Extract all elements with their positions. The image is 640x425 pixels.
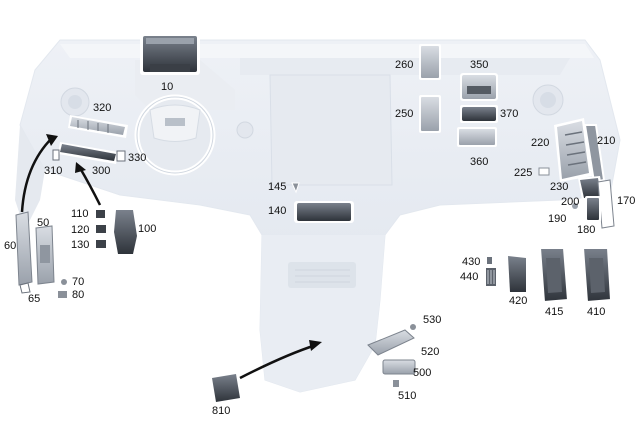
part-145	[291, 182, 300, 194]
label-320: 320	[93, 102, 112, 114]
label-415: 415	[545, 306, 564, 318]
label-140: 140	[268, 205, 287, 217]
arrow-head-300	[75, 162, 86, 173]
part-310	[52, 149, 60, 161]
part-250	[419, 95, 441, 133]
part-410	[581, 247, 613, 304]
part-110	[96, 210, 105, 218]
label-120: 120	[71, 224, 90, 236]
part-430	[487, 257, 492, 264]
part-520	[367, 329, 415, 356]
label-50: 50	[37, 217, 50, 229]
label-170: 170	[617, 195, 636, 207]
part-350	[460, 73, 498, 101]
label-260: 260	[395, 59, 414, 71]
part-225	[538, 167, 550, 176]
part-330	[116, 150, 126, 162]
part-130	[96, 240, 106, 248]
part-440	[486, 268, 496, 286]
part-530	[410, 324, 416, 330]
label-60: 60	[4, 240, 17, 252]
label-145: 145	[268, 181, 287, 193]
part-300	[58, 142, 118, 164]
label-190: 190	[548, 213, 567, 225]
part-65	[19, 282, 31, 294]
label-350: 350	[470, 59, 489, 71]
label-410: 410	[587, 306, 606, 318]
label-360: 360	[470, 156, 489, 168]
label-310: 310	[44, 165, 63, 177]
label-225: 225	[514, 167, 533, 179]
label-10: 10	[161, 81, 174, 93]
part-10	[140, 33, 200, 75]
steering-wheel	[134, 94, 216, 176]
label-180: 180	[577, 224, 596, 236]
label-70: 70	[72, 276, 85, 288]
label-110: 110	[71, 208, 89, 220]
part-810	[212, 374, 240, 402]
part-60	[15, 211, 33, 286]
part-500	[382, 359, 416, 375]
part-320	[68, 115, 128, 138]
label-420: 420	[509, 295, 528, 307]
part-210	[583, 124, 606, 184]
label-80: 80	[72, 289, 85, 301]
label-300: 300	[92, 165, 111, 177]
part-80	[58, 291, 67, 298]
label-530: 530	[423, 314, 442, 326]
label-370: 370	[500, 108, 519, 120]
part-220	[554, 118, 592, 182]
part-120	[96, 225, 106, 233]
label-810: 810	[212, 405, 231, 417]
arrow-to-310	[20, 137, 53, 213]
part-70	[61, 279, 67, 285]
part-140	[294, 201, 354, 223]
label-130: 130	[71, 239, 90, 251]
label-65: 65	[28, 293, 41, 305]
part-200	[585, 196, 601, 222]
part-260	[419, 44, 441, 80]
part-50	[35, 225, 55, 285]
part-190	[572, 203, 578, 209]
label-230: 230	[550, 181, 569, 193]
label-200: 200	[561, 196, 580, 208]
part-420	[508, 256, 526, 292]
label-440: 440	[460, 271, 479, 283]
part-510	[393, 380, 399, 387]
label-100: 100	[138, 223, 157, 235]
label-250: 250	[395, 108, 414, 120]
label-500: 500	[413, 367, 432, 379]
label-330: 330	[128, 152, 147, 164]
part-415	[538, 247, 570, 304]
label-220: 220	[531, 137, 550, 149]
label-430: 430	[462, 256, 481, 268]
label-210: 210	[597, 135, 616, 147]
part-100	[114, 210, 137, 254]
label-510: 510	[398, 390, 417, 402]
arrow-head-console	[309, 340, 322, 351]
arrow-head-310	[46, 134, 58, 146]
label-520: 520	[421, 346, 440, 358]
arrow-to-console	[239, 343, 317, 380]
part-360	[457, 127, 497, 147]
part-370	[460, 105, 498, 123]
